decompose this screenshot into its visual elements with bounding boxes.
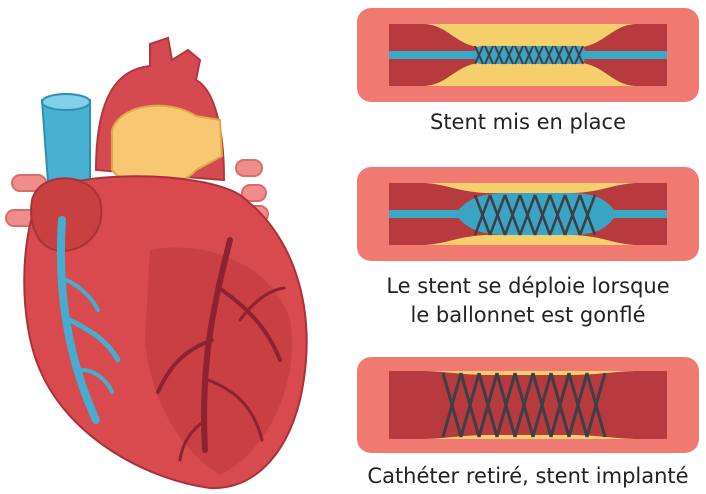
caption-line-1: Le stent se déploie lorsque <box>355 272 701 301</box>
caption-stent-placed: Stent mis en place <box>355 108 701 137</box>
caption-balloon-inflated: Le stent se déploie lorsque le ballonnet… <box>355 272 701 330</box>
vessel-balloon-inflated <box>355 165 701 263</box>
heart-illustration <box>0 20 340 494</box>
vessel-stent-placed <box>355 6 701 104</box>
right-atrium <box>31 178 101 251</box>
vessel-stent-implanted <box>355 355 701 455</box>
caption-stent-implanted: Cathéter retiré, stent implanté <box>355 462 701 491</box>
vessel-lumen <box>389 371 667 439</box>
caption-line-2: le ballonnet est gonflé <box>355 301 701 330</box>
